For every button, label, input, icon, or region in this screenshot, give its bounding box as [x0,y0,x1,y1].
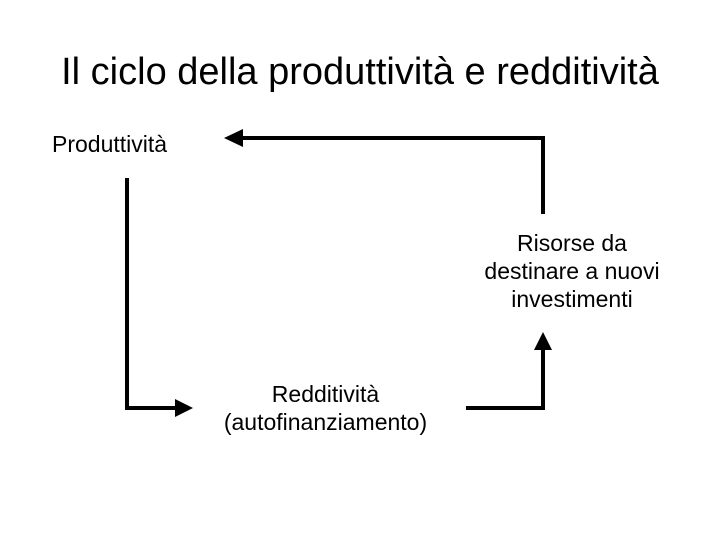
arrow-risorse-to-produttivita [243,136,545,214]
slide-title: Il ciclo della produttività e redditivit… [61,51,659,93]
arrowhead-produttivita [224,129,243,147]
node-redditivita: Redditività (autofinanziamento) [188,380,463,436]
node-produttivita-label: Produttività [52,131,168,157]
node-risorse-line-1: Risorse da [517,230,627,256]
node-produttivita: Produttività [52,130,167,158]
node-risorse-line-3: investimenti [511,286,633,312]
node-redditivita-line-2: (autofinanziamento) [223,409,428,435]
arrow-produttivita-to-redditivita [125,178,175,410]
node-risorse: Risorse da destinare a nuovi investiment… [452,229,692,313]
node-risorse-line-2: destinare a nuovi [484,258,660,284]
node-redditivita-line-1: Redditività [271,381,380,407]
arrowhead-redditivita [175,399,193,417]
arrowhead-risorse [534,332,552,350]
arrow-redditivita-to-risorse [466,350,545,410]
